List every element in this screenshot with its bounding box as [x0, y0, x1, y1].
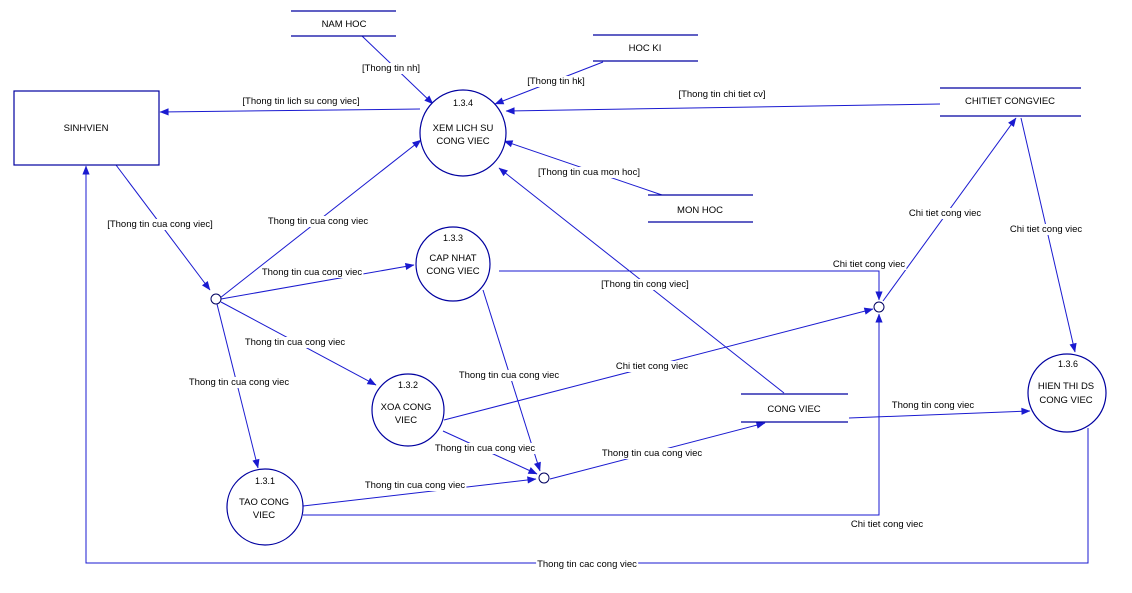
flow-label-p132-to-junction-c: Thong tin cua cong viec [435, 443, 536, 454]
entity-sinhvien-label: SINHVIEN [64, 123, 109, 134]
flow-label-chitiet-cv: [Thong tin chi tiet cv] [678, 89, 765, 100]
flow-label-background [363, 480, 467, 491]
flow-label-background [526, 76, 586, 87]
flow-p134-to-sinhvien [159, 108, 421, 116]
flow-label-background [106, 219, 214, 230]
flow-label-background [457, 370, 561, 381]
flow-label-background [614, 361, 690, 372]
flow-label-background [677, 89, 767, 100]
flow-label-background [241, 96, 361, 107]
process-1-3-4-label-line1: XEM LICH SU [433, 123, 494, 134]
flow-label-background [537, 167, 641, 178]
flow-label-namhoc: [Thong tin nh] [362, 63, 420, 74]
process-1-3-3-number: 1.3.3 [443, 233, 463, 243]
flow-label-congviec-to-p136: Thong tin cong viec [892, 400, 975, 411]
process-1-3-1-label-line1: TAO CONG [239, 497, 289, 508]
flow-label-to-p131: Thong tin cua cong viec [189, 377, 290, 388]
store-chitiet-label: CHITIET CONGVIEC [965, 96, 1055, 107]
flow-label-background [849, 519, 925, 530]
junction-c [538, 472, 550, 484]
flow-label-junction-c-to-congviec: Thong tin cua cong viec [602, 448, 703, 459]
flow-label-background [600, 448, 704, 459]
process-1-3-4[interactable]: 1.3.4 XEM LICH SU CONG VIEC [419, 89, 507, 177]
flow-label-sinhvien-out: [Thong tin cua cong viec] [107, 219, 213, 230]
flow-p131-to-junction-b [303, 313, 883, 516]
process-1-3-2-label-line2: VIEC [395, 415, 417, 426]
process-1-3-1[interactable]: 1.3.1 TAO CONG VIEC [226, 468, 304, 546]
flow-label-hocki: [Thong tin hk] [527, 76, 585, 87]
flow-label-background [831, 259, 907, 270]
flow-label-lichsu: [Thong tin lich su cong viec] [242, 96, 359, 107]
process-1-3-6-label-line2: CONG VIEC [1039, 395, 1092, 406]
flow-label-p133-to-junction-c: Thong tin cua cong viec [459, 370, 560, 381]
flow-label-to-p132: Thong tin cua cong viec [245, 337, 346, 348]
store-monhoc-label: MON HOC [677, 205, 723, 216]
process-1-3-3[interactable]: 1.3.3 CAP NHAT CONG VIEC [415, 226, 491, 302]
process-1-3-2-label-line1: XOA CONG [381, 402, 432, 413]
entity-sinhvien[interactable]: SINHVIEN [13, 90, 160, 166]
flow-congviec-to-p136 [848, 407, 1031, 419]
flow-label-background [243, 337, 347, 348]
flow-label-background [266, 216, 370, 227]
flow-label-p136-to-sinhvien: Thong tin cac cong viec [537, 559, 637, 570]
process-1-3-4-label-line2: CONG VIEC [436, 136, 489, 147]
flow-label-background [1008, 224, 1084, 235]
flow-label-p131-to-junction-c: Thong tin cua cong viec [365, 480, 466, 491]
flow-label-p133-to-junction: Chi tiet cong viec [833, 259, 906, 270]
process-1-3-2-number: 1.3.2 [398, 380, 418, 390]
process-1-3-6-label-line1: HIEN THI DS [1038, 381, 1094, 392]
store-congviec[interactable]: CONG VIEC [741, 393, 848, 423]
process-1-3-2[interactable]: 1.3.2 XOA CONG VIEC [371, 373, 445, 447]
store-chitiet-congviec[interactable]: CHITIET CONGVIEC [940, 87, 1081, 117]
flow-label-background [433, 443, 537, 454]
flow-junction-a-to-p133 [220, 262, 415, 300]
store-namhoc-label: NAM HOC [322, 19, 367, 30]
process-1-3-1-number: 1.3.1 [255, 476, 275, 486]
flow-label-chitiet-to-p136: Chi tiet cong viec [1010, 224, 1083, 235]
process-1-3-3-label-line1: CAP NHAT [429, 253, 476, 264]
flow-label-p132-to-junction-b: Chi tiet cong viec [616, 361, 689, 372]
flow-label-background [536, 559, 639, 570]
flow-label-background [360, 63, 422, 74]
junction-b [873, 301, 885, 313]
flow-label-background [260, 267, 364, 278]
process-1-3-1-label-line2: VIEC [253, 510, 275, 521]
flow-label-background [187, 377, 291, 388]
flow-p131-to-junction-c [302, 476, 537, 507]
flow-label-background [890, 400, 976, 411]
flow-label-background [600, 279, 690, 290]
process-1-3-6[interactable]: 1.3.6 HIEN THI DS CONG VIEC [1027, 353, 1107, 433]
process-1-3-6-number: 1.3.6 [1058, 359, 1078, 369]
flow-label-p131-to-junction-b: Chi tiet cong viec [851, 519, 924, 530]
store-hocki-label: HOC KI [629, 43, 662, 54]
flow-label-background [907, 208, 983, 219]
flow-label-monhoc: [Thong tin cua mon hoc] [538, 167, 640, 178]
flow-label-to-p134: Thong tin cua cong viec [268, 216, 369, 227]
process-1-3-4-number: 1.3.4 [453, 98, 473, 108]
store-namhoc[interactable]: NAM HOC [291, 10, 396, 37]
flow-p133-to-junction-b [499, 270, 883, 301]
flow-label-congviec-to-p134: [Thong tin cong viec] [601, 279, 689, 290]
flow-label-to-chitiet: Chi tiet cong viec [909, 208, 982, 219]
store-monhoc[interactable]: MON HOC [648, 194, 753, 223]
flow-label-to-p133: Thong tin cua cong viec [262, 267, 363, 278]
store-hocki[interactable]: HOC KI [593, 34, 698, 62]
flow-chitiet-to-p134 [505, 103, 941, 115]
store-congviec-label: CONG VIEC [767, 404, 820, 415]
process-1-3-3-label-line2: CONG VIEC [426, 266, 479, 277]
junction-a [210, 293, 222, 305]
flow-labels: [Thong tin nh] [Thong tin hk] [Thong tin… [106, 63, 1084, 570]
